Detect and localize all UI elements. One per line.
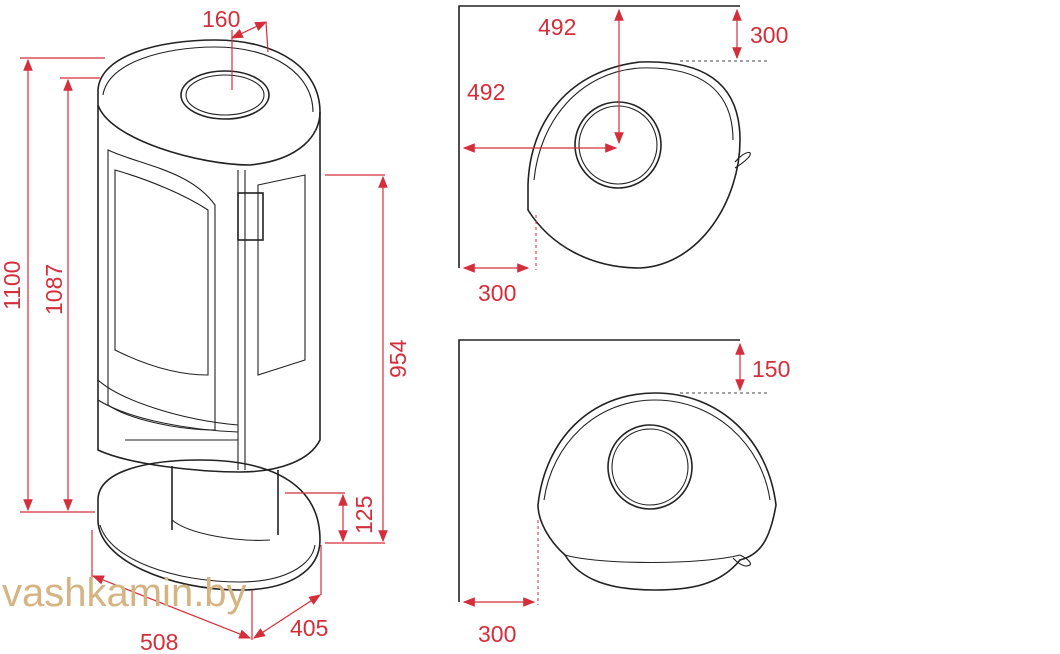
stove-front-view xyxy=(97,39,321,591)
dim-flue-offset: 160 xyxy=(202,6,240,32)
dim-base-width: 405 xyxy=(290,615,328,641)
dim-parallel-back-clearance: 150 xyxy=(752,356,790,382)
top-view-corner: 492 492 300 300 xyxy=(458,5,788,306)
dim-door-height: 954 xyxy=(385,339,411,378)
dim-parallel-side-clearance: 300 xyxy=(478,621,516,647)
top-view-parallel: 150 300 xyxy=(458,339,790,647)
dim-side-to-flue: 492 xyxy=(467,79,505,105)
dim-back-to-flue: 492 xyxy=(538,14,576,40)
dim-height-total: 1100 xyxy=(0,261,25,310)
watermark: vashkamin.by xyxy=(2,571,247,615)
dim-back-clearance: 300 xyxy=(750,22,788,48)
dim-base-depth: 508 xyxy=(140,629,178,654)
dim-base-height: 125 xyxy=(351,496,377,534)
front-dimensions: 1100 1087 160 954 125 508 405 xyxy=(0,6,411,654)
dim-height-body: 1087 xyxy=(41,264,67,315)
dim-side-clearance: 300 xyxy=(478,280,516,306)
